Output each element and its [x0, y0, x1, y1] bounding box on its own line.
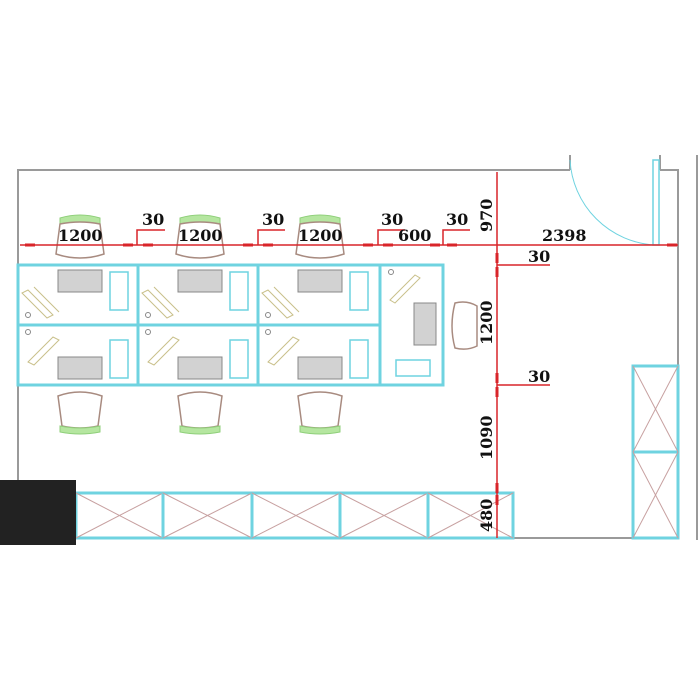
- cabinet-unit: [75, 492, 164, 539]
- chair-bottom: [57, 391, 103, 435]
- workstation-upper: [141, 269, 249, 319]
- phone-icon: [261, 286, 300, 319]
- dimension-tick: [495, 253, 499, 263]
- keyboard: [57, 356, 103, 380]
- keyboard: [57, 269, 103, 293]
- workstation-upper: [261, 269, 369, 319]
- keyboard: [177, 356, 223, 380]
- monitor: [109, 339, 129, 379]
- cabinet-unit: [426, 492, 514, 539]
- cup-icon: [388, 269, 394, 275]
- monitor: [349, 271, 369, 311]
- monitor: [229, 339, 249, 379]
- chair-side: [451, 301, 478, 350]
- dim-gap-upper: 30: [528, 247, 550, 266]
- workstation-cluster: [16, 263, 445, 387]
- side-desk: [378, 263, 445, 387]
- keyboard: [297, 269, 343, 293]
- dimension-tick: [667, 243, 677, 247]
- dimension-lines: [20, 172, 678, 538]
- monitor: [395, 359, 431, 377]
- monitor: [349, 339, 369, 379]
- room-walls: [17, 155, 698, 540]
- dim-desk-2: 1200: [178, 226, 223, 245]
- dimension-tick: [25, 243, 35, 247]
- dim-cabinet-depth: 480: [477, 499, 496, 532]
- dim-gap-lower: 30: [528, 367, 550, 386]
- dimension-tick: [263, 243, 273, 247]
- workstation-lower: [25, 329, 129, 380]
- keyboard: [413, 302, 437, 346]
- dim-aisle: 1090: [477, 415, 496, 460]
- chair-top: [175, 214, 225, 259]
- dim-desk-depth: 1200: [477, 300, 496, 345]
- dim-right-clearance: 2398: [542, 226, 587, 245]
- bottom-cabinets: [74, 491, 515, 540]
- cup-icon: [265, 312, 271, 318]
- phone-icon: [141, 286, 180, 319]
- black-block: [0, 480, 76, 545]
- dimension-tick: [447, 243, 457, 247]
- monitor: [229, 271, 249, 311]
- keyboard: [177, 269, 223, 293]
- phone-icon: [147, 336, 180, 366]
- dimension-tick: [495, 387, 499, 397]
- workstation-lower: [145, 329, 249, 380]
- dim-desk-3: 1200: [298, 226, 343, 245]
- dim-gap-3: 30: [381, 210, 403, 229]
- dim-gap-1: 30: [142, 210, 164, 229]
- chair-top: [295, 214, 345, 259]
- phone-icon: [27, 336, 60, 366]
- chair-bottom: [177, 391, 223, 435]
- cup-icon: [25, 312, 31, 318]
- cup-icon: [265, 329, 271, 335]
- monitor: [109, 271, 129, 311]
- chair-bottom: [297, 391, 343, 435]
- dimension-tick: [243, 243, 253, 247]
- dimension-tick: [495, 483, 499, 493]
- cup-icon: [145, 329, 151, 335]
- workstation-lower: [265, 329, 369, 380]
- dim-gap-4: 30: [446, 210, 468, 229]
- dim-top-clearance: 970: [477, 199, 496, 232]
- dimension-tick: [363, 243, 373, 247]
- phone-icon: [389, 274, 421, 304]
- dim-desk-1: 1200: [58, 226, 103, 245]
- dim-side-desk: 600: [398, 226, 431, 245]
- keyboard: [297, 356, 343, 380]
- dimension-tick: [143, 243, 153, 247]
- dimension-tick: [495, 373, 499, 383]
- cabinet-unit: [338, 492, 429, 539]
- dimension-tick: [383, 243, 393, 247]
- dimension-tick: [495, 495, 499, 505]
- cup-icon: [145, 312, 151, 318]
- cabinet-unit: [250, 492, 341, 539]
- phone-icon: [267, 336, 300, 366]
- dimension-tick: [495, 267, 499, 277]
- dimension-tick: [123, 243, 133, 247]
- cup-icon: [25, 329, 31, 335]
- dim-gap-2: 30: [262, 210, 284, 229]
- side-workstation: [388, 269, 478, 377]
- chair-top: [55, 214, 105, 259]
- dimension-tick: [430, 243, 440, 247]
- right-cabinet: [631, 364, 680, 540]
- cabinet-unit: [161, 492, 253, 539]
- workstation-upper: [21, 269, 129, 319]
- phone-icon: [21, 286, 60, 319]
